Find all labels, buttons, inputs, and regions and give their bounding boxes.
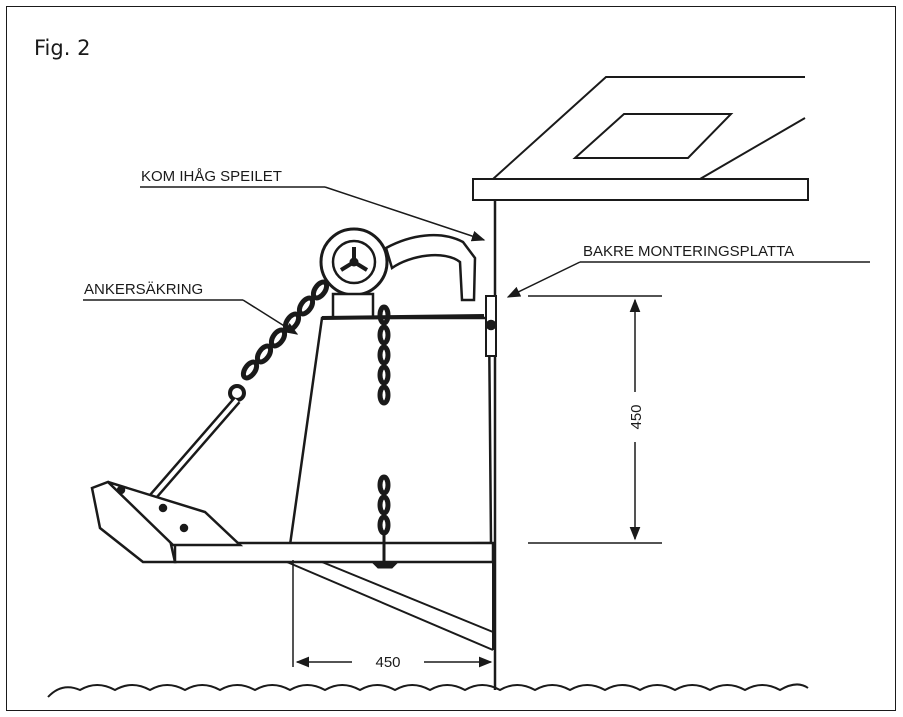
dimension-vertical-label: 450 — [628, 404, 645, 429]
vertical-chain-upper — [377, 304, 391, 406]
label-transom: KOM IHÅG SPEILET — [141, 168, 282, 185]
callout-lines — [83, 186, 870, 335]
mount-bracket — [173, 295, 497, 651]
dimension-horizontal-label: 450 — [375, 654, 400, 671]
figure-frame — [6, 6, 896, 711]
label-mount-plate: BAKRE MONTERINGSPLATTA — [583, 243, 794, 260]
vertical-chain-lower — [370, 474, 400, 569]
dimension-horizontal — [292, 560, 493, 668]
anchor — [90, 397, 244, 564]
label-anchor-lock: ANKERSÄKRING — [84, 281, 203, 298]
water-line — [47, 683, 809, 698]
anchor-roller — [319, 227, 485, 320]
dimension-vertical — [528, 295, 662, 544]
figure-title: Fig. 2 — [34, 36, 91, 60]
boat-hull — [472, 76, 809, 690]
